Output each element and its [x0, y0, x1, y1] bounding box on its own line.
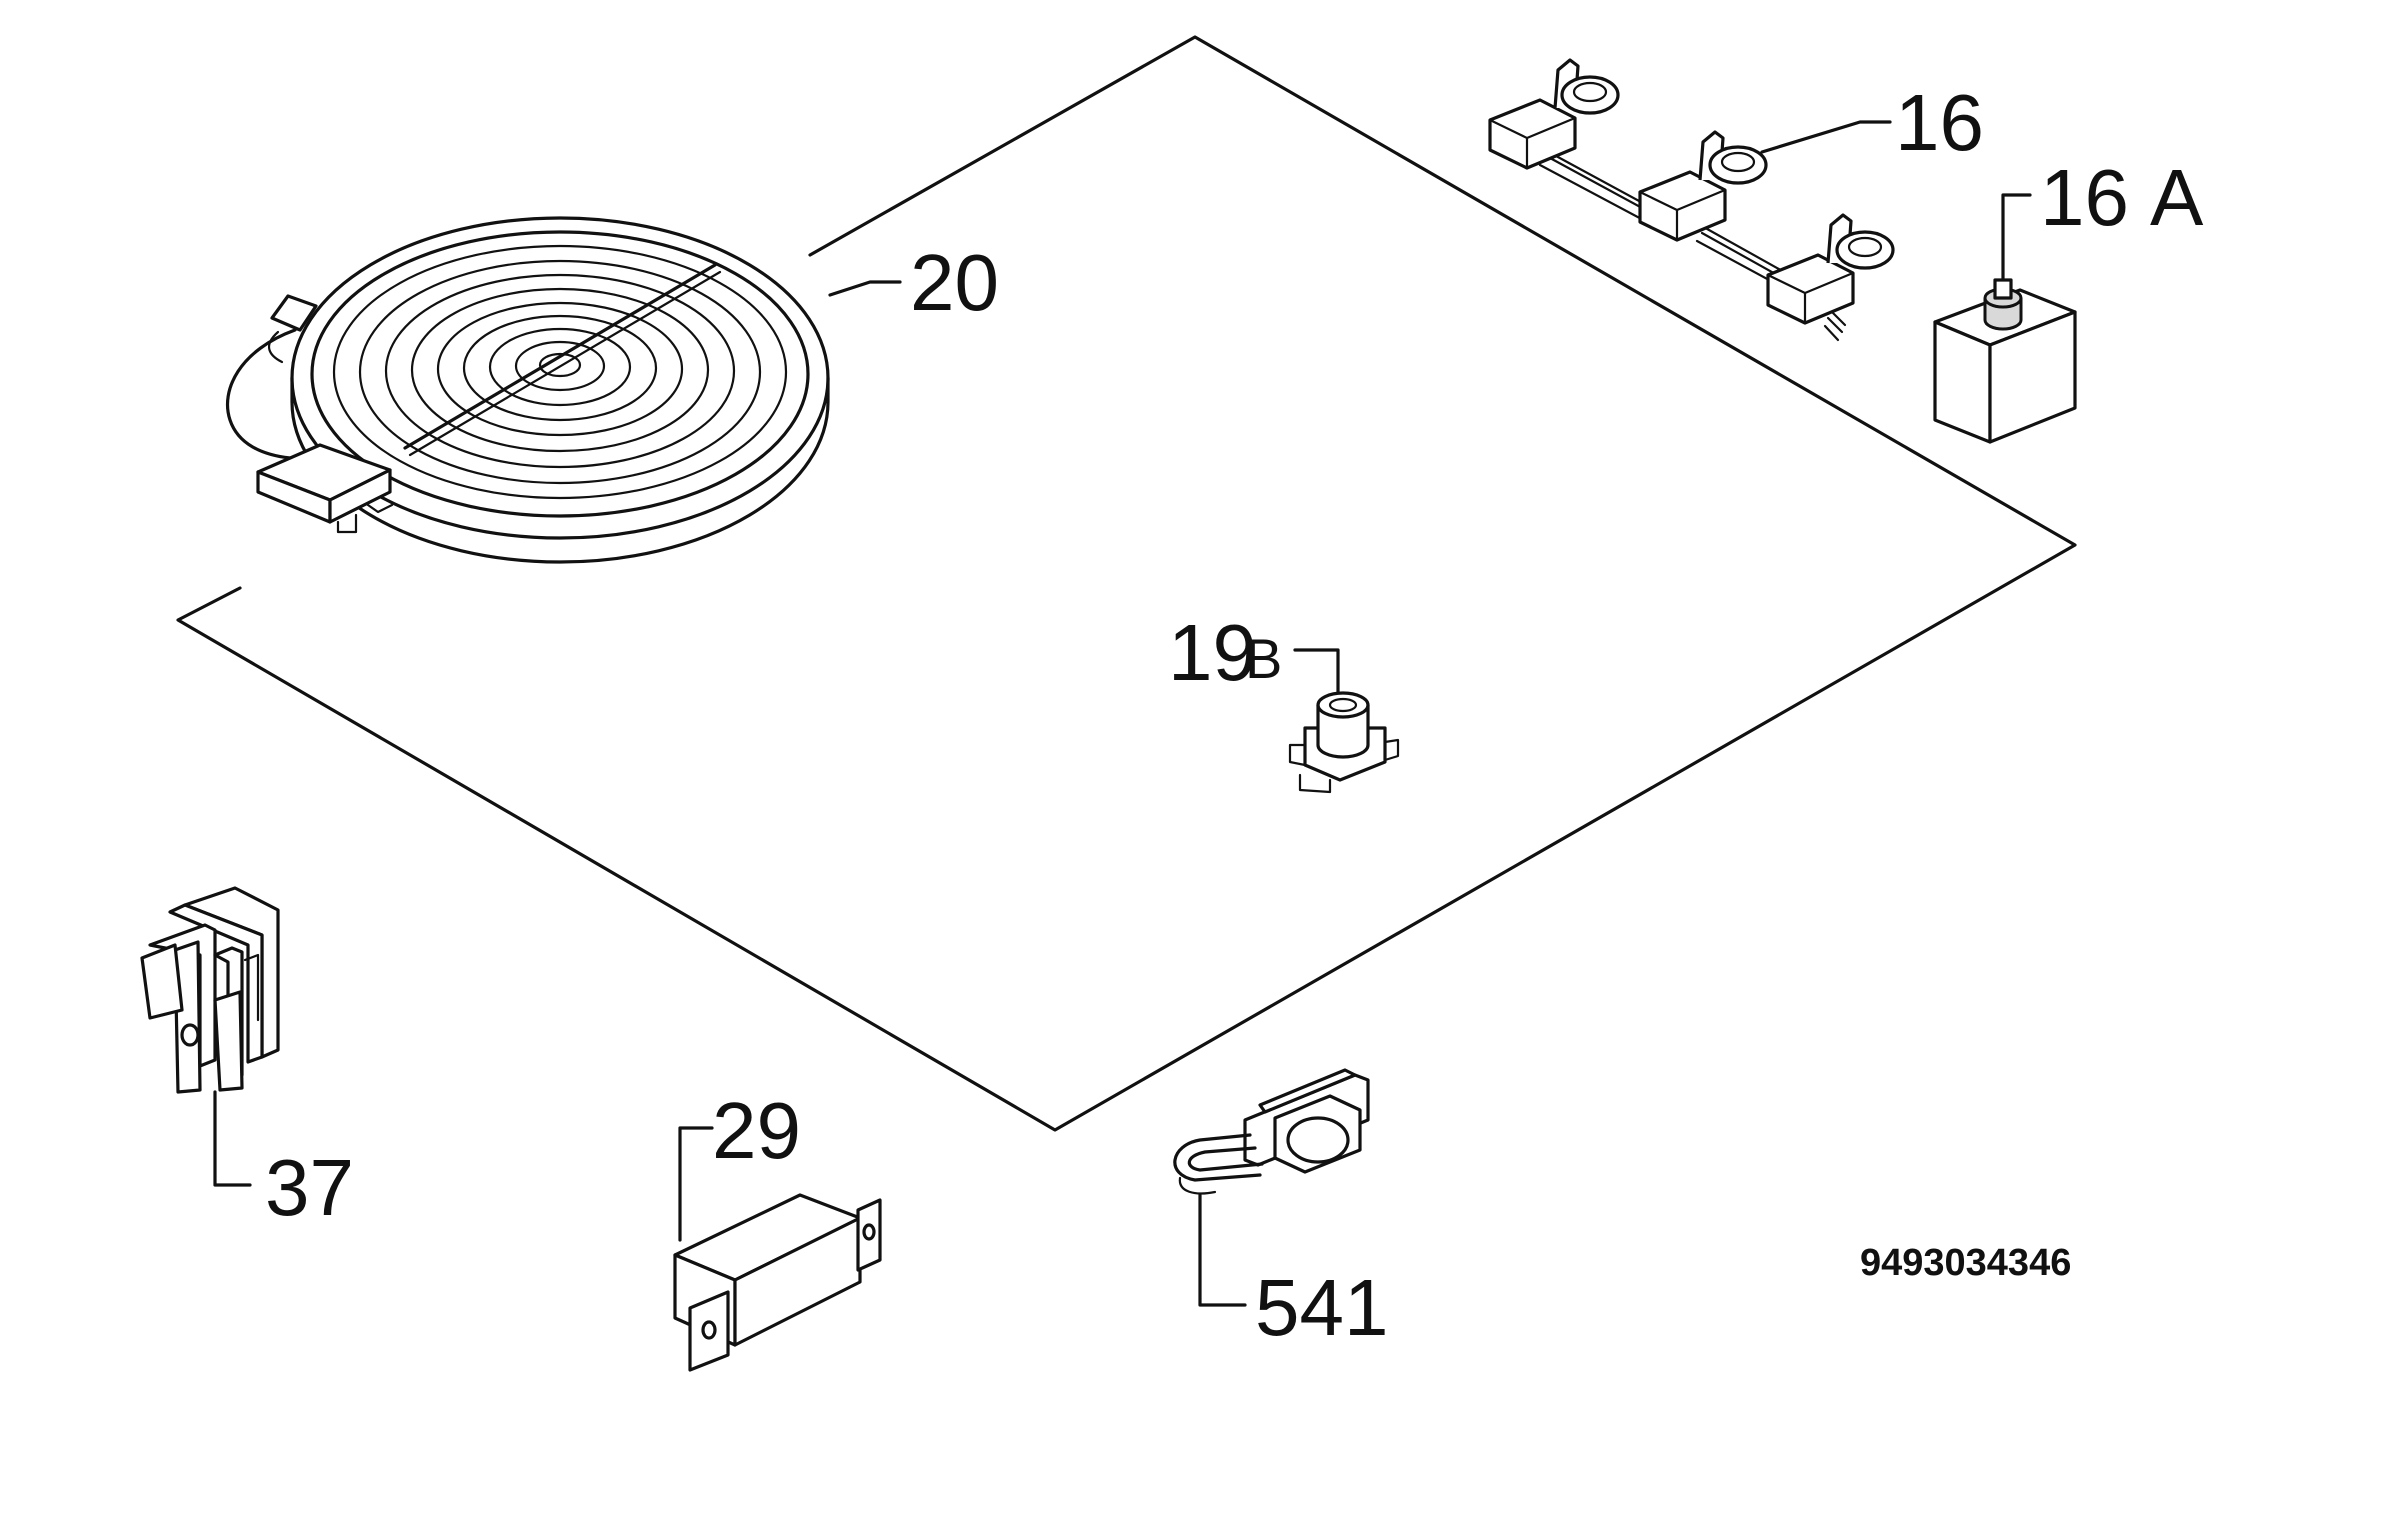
callout-20: 20 — [910, 238, 999, 327]
callout-29: 29 — [712, 1086, 801, 1175]
callout-19b-number: 19 — [1168, 608, 1257, 697]
part-19b-sensor — [1288, 691, 1400, 794]
callout-16a-number: 16 — [2040, 153, 2129, 242]
leader-37 — [213, 1090, 252, 1187]
callout-16a-letter: A — [2150, 153, 2204, 242]
part-541-connector — [1173, 1068, 1370, 1195]
leader-29 — [678, 1126, 714, 1242]
part-20-radiant-heater — [225, 216, 830, 564]
part-29-bracket — [673, 1193, 882, 1372]
leader-19b — [1293, 648, 1340, 694]
callout-19b-letter: B — [1245, 627, 1282, 690]
leader-16 — [1760, 120, 1892, 154]
part-16a-regulator-box — [1933, 278, 2077, 444]
part-37-terminal-block — [140, 886, 280, 1094]
drawing-number: 9493034346 — [1860, 1242, 2071, 1284]
callout-541: 541 — [1255, 1263, 1388, 1352]
leader-20 — [828, 280, 902, 297]
leader-16a — [2001, 193, 2032, 280]
part-16-switch-harness — [1488, 58, 1895, 342]
callout-16: 16 — [1895, 78, 1984, 167]
leader-541 — [1198, 1193, 1247, 1307]
hob-plate-outline — [176, 35, 2077, 1132]
callout-37: 37 — [265, 1143, 354, 1232]
